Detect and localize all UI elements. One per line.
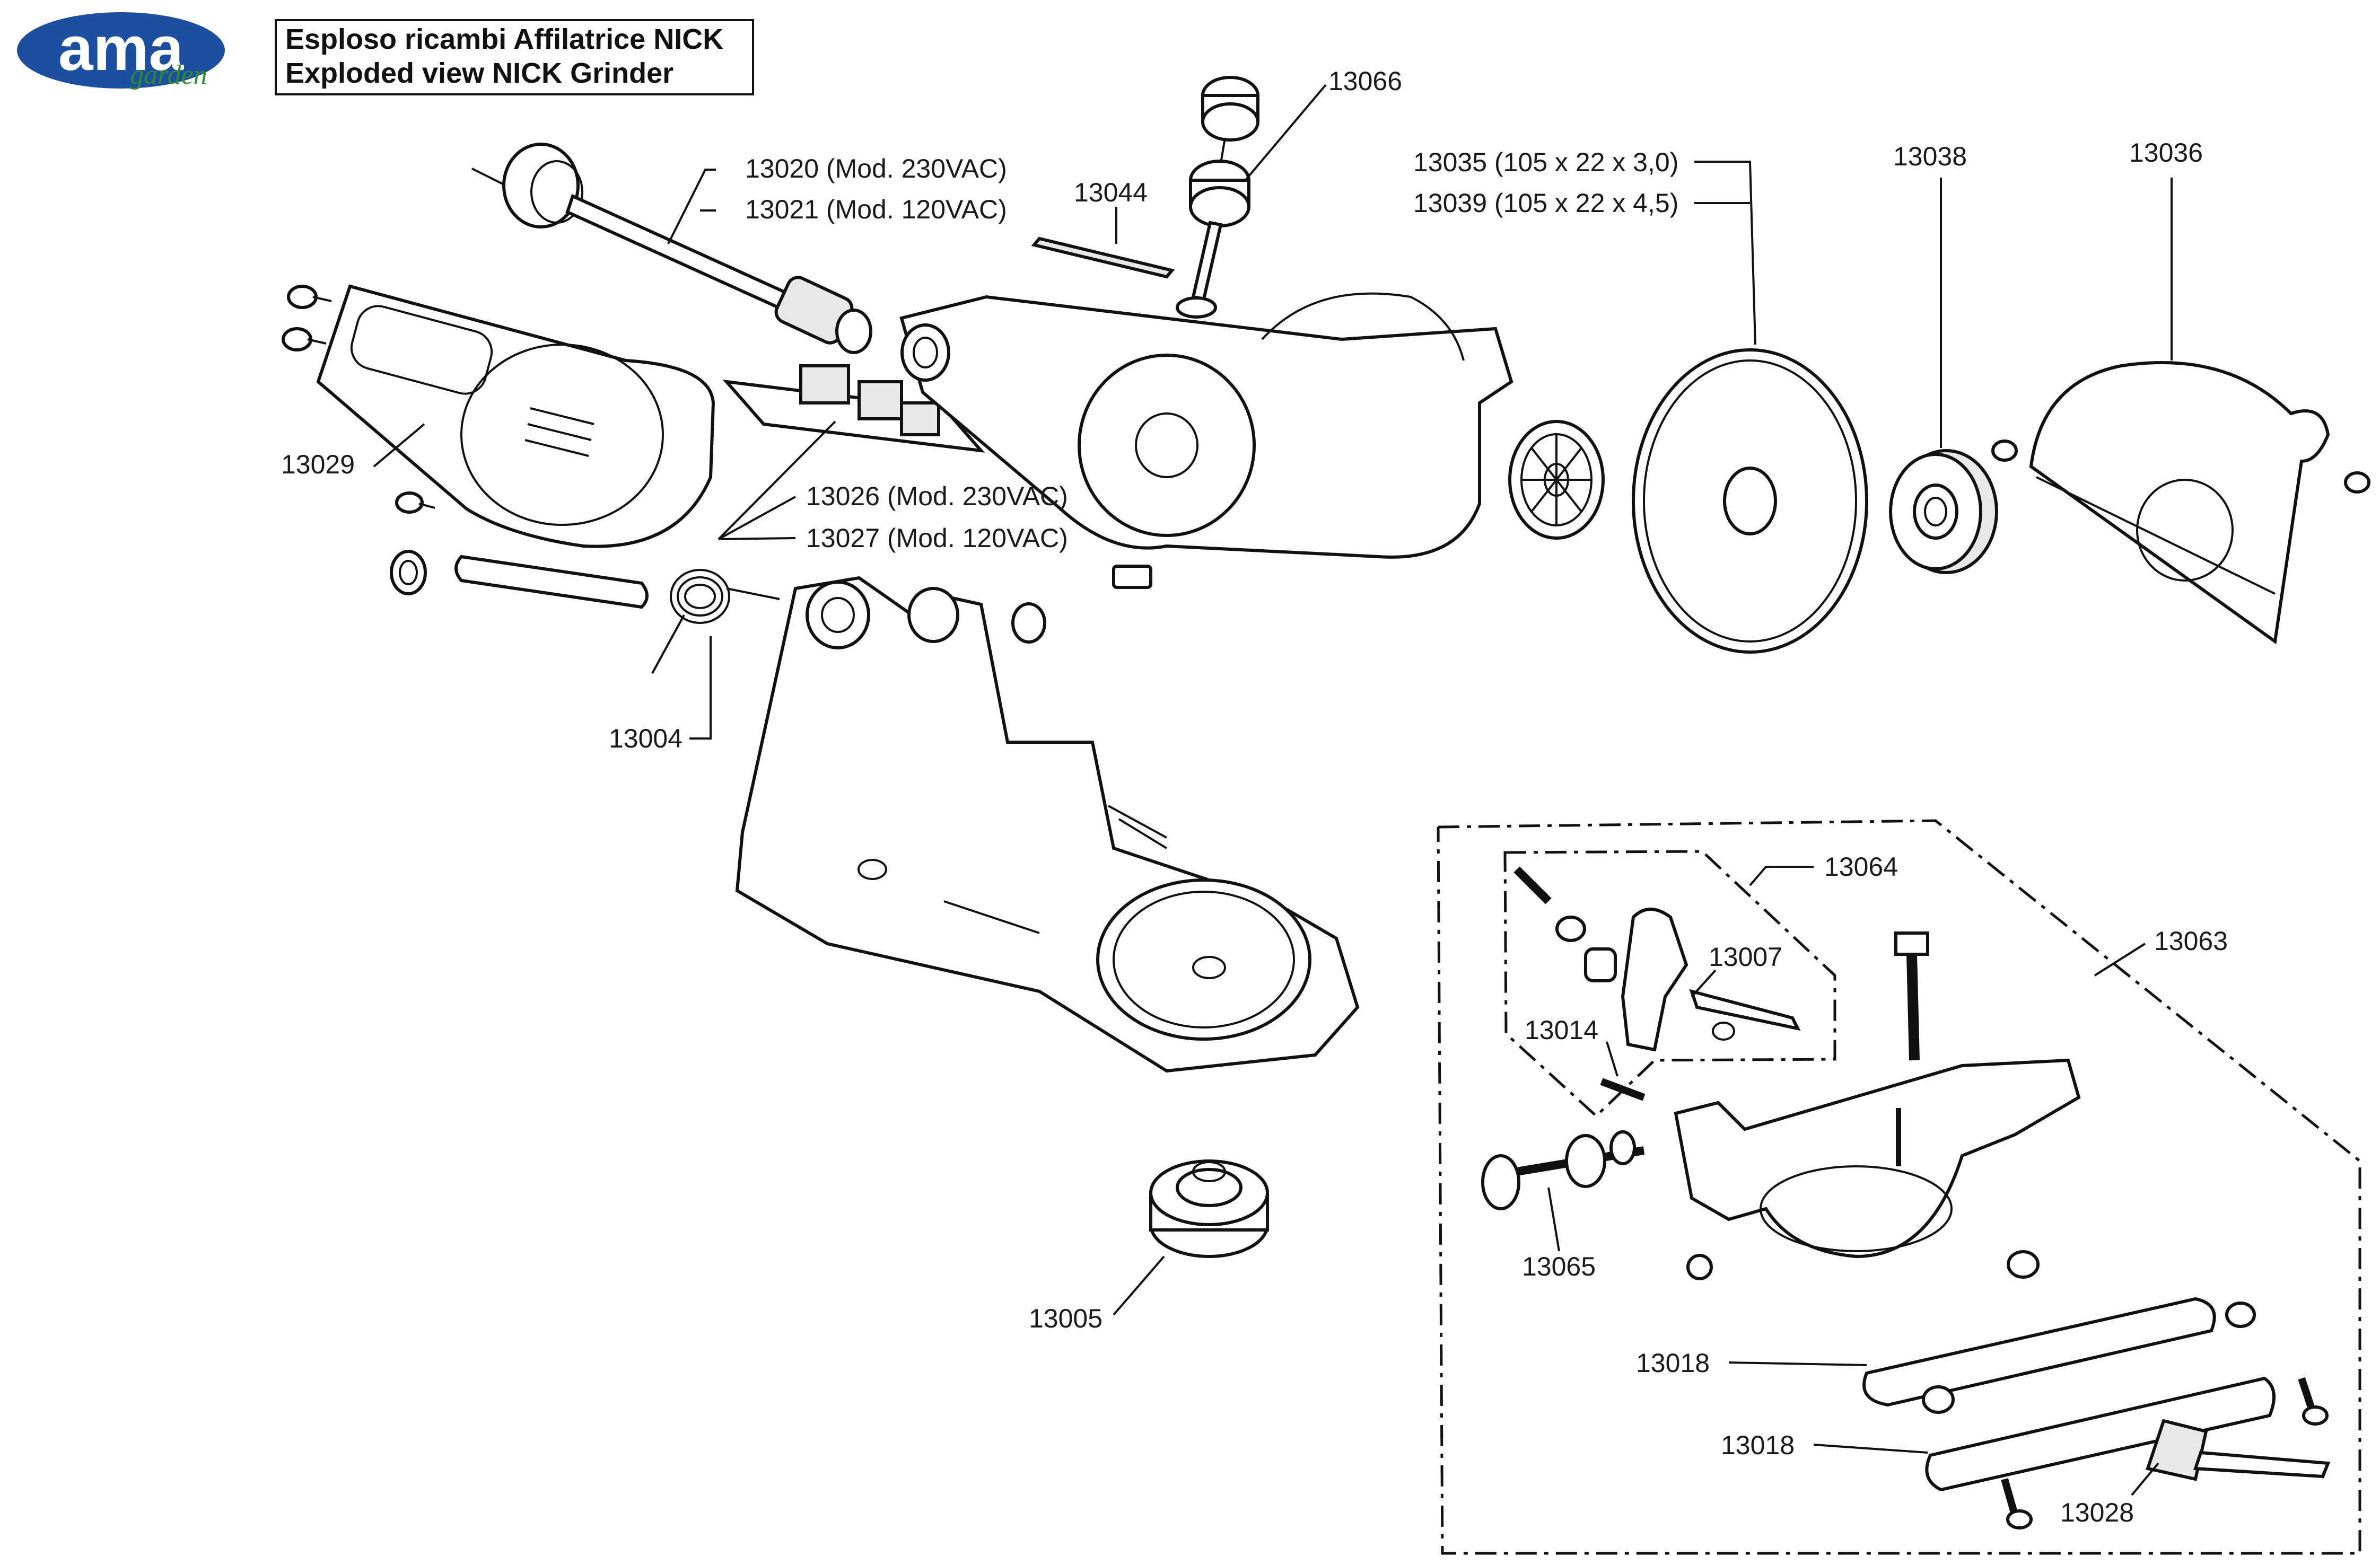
label-13005: 13005	[1029, 1304, 1102, 1333]
wheel-nut-part	[1889, 449, 1998, 574]
vise-assembly-boundary-13063	[1437, 819, 2361, 1555]
label-13065: 13065	[1522, 1252, 1596, 1281]
flange-hub-part	[1508, 420, 1605, 540]
label-13038: 13038	[1893, 142, 1967, 171]
label-13026: 13026 (Mod. 230VAC)	[806, 481, 1068, 511]
label-13018-lower: 13018	[1721, 1430, 1795, 1460]
label-13027: 13027 (Mod. 120VAC)	[806, 523, 1068, 553]
title-line-2: Exploded view NICK Grinder	[285, 57, 673, 89]
wheel-guard-part	[1991, 361, 2370, 645]
title-line-1: Esploso ricambi Affilatrice NICK	[285, 23, 723, 55]
lever-assembly-parts	[1513, 866, 1801, 1101]
screws-left	[282, 285, 435, 514]
title-box: Esploso ricambi Affilatrice NICK Explode…	[275, 19, 754, 95]
label-13029: 13029	[281, 450, 355, 479]
set-screw-part	[1176, 76, 1259, 319]
motor-cover-part	[316, 284, 715, 548]
title-frame	[275, 19, 754, 95]
label-13063: 13063	[2154, 926, 2228, 956]
motor-shaft-part	[471, 143, 872, 354]
label-13035: 13035 (105 x 22 x 3,0)	[1413, 147, 1678, 177]
part-labels: 13066 13020 (Mod. 230VAC) 13021 (Mod. 12…	[281, 66, 2228, 1527]
label-13020: 13020 (Mod. 230VAC)	[745, 154, 1007, 183]
rubber-foot-part	[1149, 1159, 1269, 1258]
circuit-board-part	[722, 364, 985, 453]
label-13018-upper: 13018	[1636, 1348, 1710, 1378]
grinding-wheel-part	[1632, 348, 1868, 654]
grinder-housing-part	[899, 292, 1513, 589]
gasket-part	[1031, 236, 1175, 279]
logo-tagline: garden	[130, 60, 207, 90]
label-13066: 13066	[1328, 66, 1402, 96]
vise-assembly-parts	[1481, 931, 2331, 1529]
label-13036: 13036	[2129, 138, 2203, 168]
logo-brand: ama	[58, 14, 185, 84]
leader-lines	[373, 84, 2173, 1496]
label-13039: 13039 (105 x 22 x 4,5)	[1413, 188, 1678, 218]
label-13044: 13044	[1074, 178, 1148, 207]
label-13028: 13028	[2060, 1498, 2134, 1527]
grinder-base-part	[735, 576, 1360, 1073]
label-13064: 13064	[1824, 852, 1898, 882]
label-13014: 13014	[1525, 1015, 1598, 1045]
ama-garden-logo: ama garden	[17, 12, 225, 90]
label-13007: 13007	[1709, 942, 1782, 972]
label-13021: 13021 (Mod. 120VAC)	[745, 195, 1007, 224]
lever-assembly-boundary-13064	[1503, 850, 1836, 1118]
logo-ellipse	[17, 12, 225, 89]
ring-pin-spring	[390, 550, 780, 674]
label-13004: 13004	[609, 724, 682, 753]
